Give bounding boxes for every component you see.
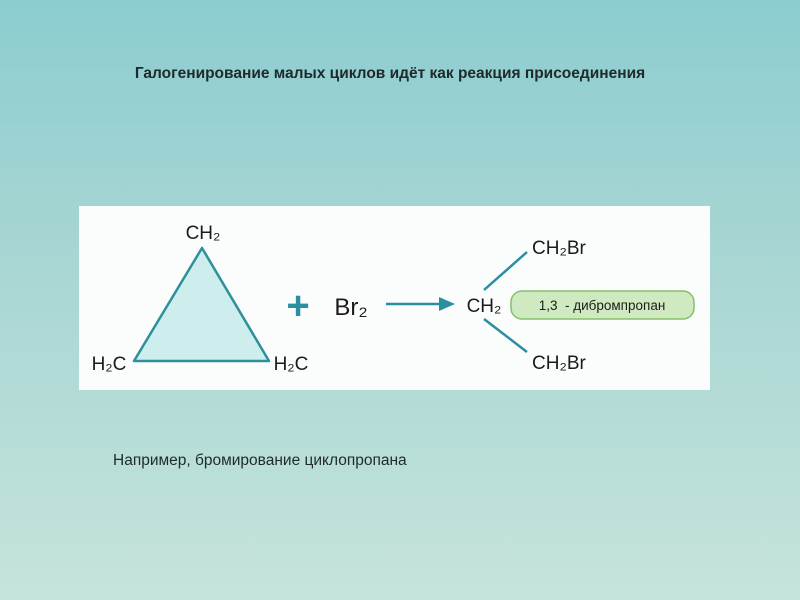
reaction-arrow-icon [386, 297, 455, 311]
slide-title: Галогенирование малых циклов идёт как ре… [134, 65, 646, 82]
cyclopropane-triangle [132, 246, 271, 363]
reaction-diagram: CH₂ H₂C H₂C + Br₂ CH₂ CH₂Br CH₂Br 1,3 - … [92, 223, 695, 375]
reaction-panel: CH₂ H₂C H₂C + Br₂ CH₂ CH₂Br CH₂Br 1,3 - … [79, 206, 710, 390]
product-center-label: CH₂ [467, 296, 502, 317]
reactant-top-label: CH₂ [186, 223, 221, 244]
plus-sign: + [286, 284, 309, 328]
bond-upper [483, 251, 528, 291]
bond-lower [483, 318, 528, 353]
slide-caption: Например, бромирование циклопропана [113, 452, 407, 469]
reagent-label: Br₂ [334, 294, 367, 321]
product-bottom-label: CH₂Br [532, 353, 586, 374]
reactant-right-label: H₂C [274, 354, 309, 375]
product-top-label: CH₂Br [532, 238, 586, 259]
reactant-left-label: H₂C [92, 354, 127, 375]
product-name-label: 1,3 - дибромпропан [539, 298, 666, 313]
product-name-badge [510, 290, 695, 320]
